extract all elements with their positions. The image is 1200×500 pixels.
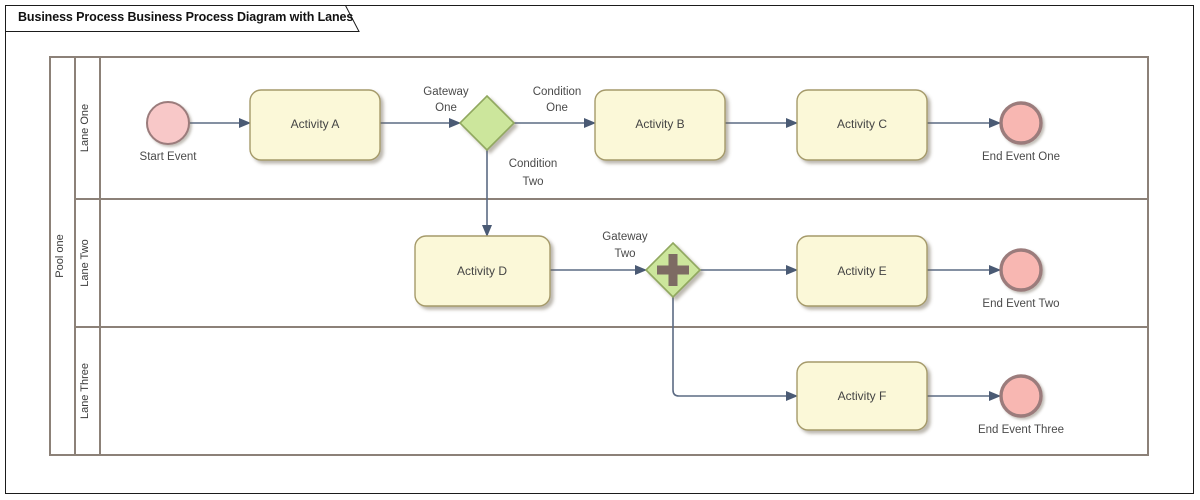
task-activity-d[interactable]: Activity D <box>414 235 551 307</box>
parallel-gateway-plus-icon <box>657 254 689 286</box>
activity-e-shape <box>796 235 928 307</box>
gateway-two-label-line1: Gateway <box>602 231 648 243</box>
lane-two-label: Lane Two <box>79 239 91 287</box>
task-activity-c[interactable]: Activity C <box>796 89 928 161</box>
gateway-one-label-line1: Gateway <box>423 86 469 98</box>
lane-three-label: Lane Three <box>79 363 91 419</box>
end-event-one[interactable]: End Event One <box>982 101 1060 163</box>
lane-one-label: Lane One <box>79 104 91 152</box>
condition-two-label-line2: Two <box>522 176 543 188</box>
activity-d-shape <box>414 235 551 307</box>
condition-two-label-line1: Condition <box>509 158 558 170</box>
condition-one-label-line1: Condition <box>533 86 582 98</box>
activity-f-label: Activity F <box>838 389 887 403</box>
end-event-one-circle <box>999 101 1043 145</box>
flow-labels: Gateway One Condition One Condition Two … <box>423 86 648 260</box>
end-event-three-label: End Event Three <box>978 424 1064 436</box>
activity-f-shape <box>796 361 928 431</box>
gateway-two[interactable] <box>644 241 702 299</box>
task-activity-a[interactable]: Activity A <box>249 89 381 161</box>
end-event-two-label: End Event Two <box>982 298 1059 310</box>
gateway-one-diamond <box>458 94 516 152</box>
activity-c-label: Activity C <box>837 117 887 131</box>
end-event-two-circle <box>999 248 1043 292</box>
page-title: Business Process Business Process Diagra… <box>18 10 354 24</box>
gateway-one[interactable] <box>458 94 516 152</box>
activity-a-shape <box>249 89 381 161</box>
lane-three-outline <box>74 326 1149 456</box>
title-tab-shape <box>5 5 360 32</box>
task-activity-e[interactable]: Activity E <box>796 235 928 307</box>
end-event-two[interactable]: End Event Two <box>982 248 1060 310</box>
activity-c-shape <box>796 89 928 161</box>
task-activity-b[interactable]: Activity B <box>594 89 726 161</box>
activity-b-label: Activity B <box>635 117 684 131</box>
lane-three[interactable]: Lane Three <box>74 326 1149 456</box>
start-event-label: Start Event <box>140 151 198 163</box>
activity-a-label: Activity A <box>291 117 340 131</box>
flow-gateway-two-to-activity-f[interactable] <box>672 297 798 401</box>
start-event[interactable]: Start Event <box>140 101 198 163</box>
sequence-flows <box>189 118 1001 401</box>
activity-e-label: Activity E <box>837 264 886 278</box>
gateway-one-label-line2: One <box>435 102 457 114</box>
condition-one-label-line2: One <box>546 102 568 114</box>
end-event-three-circle <box>999 374 1043 418</box>
end-event-one-label: End Event One <box>982 151 1060 163</box>
gateway-two-label-line2: Two <box>614 248 635 260</box>
task-activity-f[interactable]: Activity F <box>796 361 928 431</box>
pool-label: Pool one <box>54 234 66 277</box>
start-event-circle <box>146 101 190 145</box>
diagram-title-tab[interactable] <box>5 5 360 32</box>
end-event-three[interactable]: End Event Three <box>978 374 1064 436</box>
activity-b-shape <box>594 89 726 161</box>
activity-d-label: Activity D <box>457 264 507 278</box>
